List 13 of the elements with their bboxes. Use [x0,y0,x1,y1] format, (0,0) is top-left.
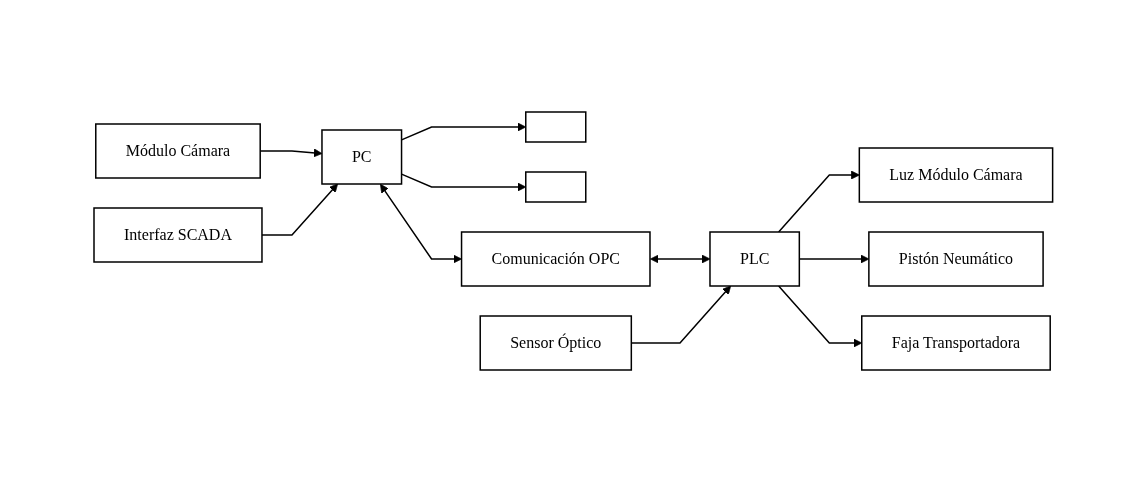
node-box: Pistón Neumático [868,231,1044,287]
node-box: Comunicación OPC [461,231,651,287]
node-box: Sensor Óptico [479,315,633,371]
arrow [650,254,711,264]
node-box: Interfaz SCADA [93,207,263,263]
node-box: Faja Transportadora [861,315,1052,371]
node-box: Luz Módulo Cámara [858,147,1054,203]
arrow [778,170,860,233]
node-box: Módulo Cámara [95,123,262,179]
node-box: PLC [709,231,801,287]
node-box [525,111,587,143]
node-box [525,171,587,203]
node-box: PC [321,129,403,185]
